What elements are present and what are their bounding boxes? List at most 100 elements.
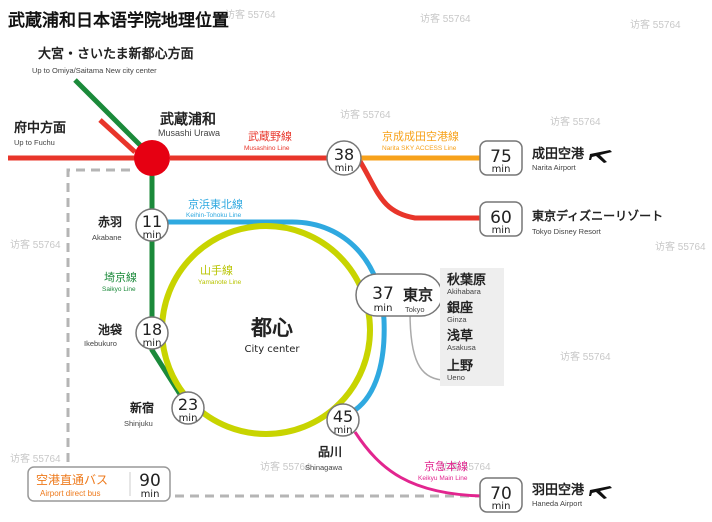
time-unit: min [141, 489, 160, 500]
time-badge-ikebukuro: 18 min [135, 316, 169, 350]
time-unit: min [492, 225, 511, 236]
time-badge-shinjuku: 23 min [171, 391, 205, 425]
destination-disney-en: Tokyo Disney Resort [532, 227, 602, 236]
origin-en: Musashi Urawa [158, 128, 220, 138]
station-ikebukuro: 池袋 [98, 322, 123, 337]
destination-disney: 60 min 東京ディズニーリゾート Tokyo Disney Resort [479, 201, 663, 237]
time-value: 70 [490, 484, 512, 504]
time-unit: min [492, 164, 511, 175]
airport-bus-badge: 空港直通バス Airport direct bus 90 min [27, 466, 171, 502]
destination-haneda-en: Haneda Airport [532, 499, 583, 508]
watermark: 访客 55764 [340, 108, 391, 121]
station-akabane: 赤羽 [98, 214, 122, 229]
destination-disney-name: 東京ディズニーリゾート [532, 208, 663, 223]
tokyo-area-list: 秋葉原 Akihabara 銀座 Ginza 浅草 Asakusa 上野 Uen… [447, 272, 486, 382]
station-shinjuku-en: Shinjuku [124, 419, 153, 428]
tokyo-area-panel [440, 268, 504, 386]
musashino-line-label-en: Musashino Line [244, 145, 290, 152]
musashino-line-northwest [98, 118, 137, 154]
bus-en: Airport direct bus [40, 489, 100, 498]
narita-line-label: 京成成田空港線 [382, 129, 459, 143]
time-value: 75 [490, 147, 512, 167]
direction-omiya-en: Up to Omiya/Saitama New city center [32, 66, 157, 75]
origin-name: 武蔵浦和 [160, 111, 216, 128]
watermark: 访客 55764 [10, 238, 61, 251]
time-value: 37 [372, 284, 394, 304]
time-value: 60 [490, 208, 512, 228]
keihin-line-label: 京浜東北線 [188, 197, 243, 211]
origin-station-marker [134, 140, 170, 176]
airplane-icon [589, 150, 612, 163]
yamanote-line-label-en: Yamanote Line [198, 279, 242, 286]
destination-haneda-name: 羽田空港 [532, 482, 585, 498]
airplane-icon [589, 486, 612, 499]
station-shinagawa: 品川 [318, 445, 342, 459]
city-center-name: 都心 [250, 315, 293, 340]
time-unit: min [374, 303, 393, 314]
watermark: 访客 55764 [440, 460, 491, 473]
saikyo-line-north [73, 78, 152, 157]
time-value: 11 [142, 212, 162, 231]
watermark: 访客 55764 [420, 12, 471, 25]
watermark: 访客 55764 [630, 18, 681, 31]
area-name: 上野 [447, 359, 473, 374]
time-unit: min [335, 163, 354, 174]
time-badge-akabane: 11 min [135, 208, 169, 242]
watermark: 访客 55764 [260, 460, 311, 473]
destination-haneda: 70 min 羽田空港 Haneda Airport [479, 477, 612, 513]
watermark: 访客 55764 [560, 350, 611, 363]
musashino-line-disney [355, 156, 480, 221]
area-name: 銀座 [447, 300, 473, 316]
direction-omiya: 大宮・さいたま新都心方面 [38, 46, 194, 62]
station-tokyo: 東京 [403, 286, 433, 304]
time-value: 18 [142, 320, 162, 339]
keihin-line-label-en: Keihin-Tohoku Line [186, 212, 242, 219]
bus-route-upper [66, 168, 130, 462]
watermark: 访客 55764 [225, 8, 276, 21]
watermark: 访客 55764 [550, 115, 601, 128]
keikyu-line [353, 431, 483, 498]
direction-fuchu-en: Up to Fuchu [14, 138, 55, 147]
time-value: 45 [333, 407, 353, 426]
area-name: 浅草 [447, 328, 473, 344]
tokyo-connector [409, 311, 443, 381]
destination-narita-en: Narita Airport [532, 163, 577, 172]
area-en: Asakusa [447, 343, 477, 352]
saikyo-line-label-en: Saikyo Line [102, 286, 136, 293]
keikyu-line-label-en: Keikyu Main Line [418, 475, 468, 482]
station-shinjuku: 新宿 [130, 400, 154, 415]
time-unit: min [179, 413, 198, 424]
city-center-en: City center [245, 344, 301, 355]
area-en: Akihabara [447, 287, 482, 296]
time-badge-shinagawa: 45 min [326, 403, 360, 437]
musashino-line-label: 武蔵野線 [248, 129, 292, 143]
page-title: 武蔵浦和日本语学院地理位置 [8, 10, 229, 31]
keikyu-line-label: 京急本線 [424, 459, 468, 473]
area-en: Ueno [447, 373, 465, 382]
watermarks: 访客 55764 访客 55764 访客 55764 访客 55764 访客 5… [10, 8, 706, 473]
time-unit: min [143, 230, 162, 241]
station-shinagawa-en: Shinagawa [305, 463, 343, 472]
time-badge-musashino: 38 min [326, 140, 362, 176]
narita-line-label-en: Narita SKY ACCESS Line [382, 145, 457, 152]
watermark: 访客 55764 [655, 240, 706, 253]
station-ikebukuro-en: Ikebukuro [84, 339, 117, 348]
time-value: 90 [139, 471, 161, 491]
bus-name: 空港直通バス [36, 473, 108, 487]
time-unit: min [334, 425, 353, 436]
time-value: 38 [334, 145, 354, 164]
yamanote-line-label: 山手線 [200, 263, 233, 277]
station-tokyo-en: Tokyo [405, 305, 425, 314]
time-value: 23 [178, 395, 198, 414]
time-unit: min [143, 338, 162, 349]
saikyo-line-label: 埼京線 [104, 270, 137, 284]
direction-fuchu: 府中方面 [14, 120, 66, 136]
area-name: 秋葉原 [447, 272, 486, 288]
destination-narita: 75 min 成田空港 Narita Airport [479, 140, 612, 176]
station-akabane-en: Akabane [92, 233, 122, 242]
watermark: 访客 55764 [10, 452, 61, 465]
area-en: Ginza [447, 315, 467, 324]
destination-narita-name: 成田空港 [532, 146, 585, 162]
